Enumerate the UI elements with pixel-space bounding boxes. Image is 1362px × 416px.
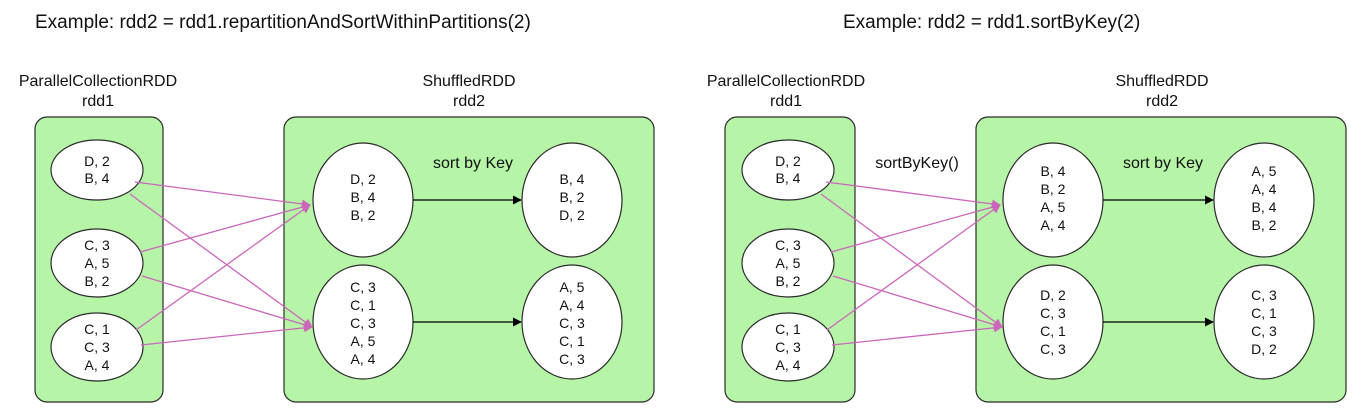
source-partition <box>50 312 144 382</box>
partition-record: C, 3 <box>559 351 585 367</box>
shuffle-arrow <box>129 193 313 328</box>
shuffle-arrow <box>141 275 313 329</box>
partition-record: B, 2 <box>560 189 585 205</box>
source-rdd-type: ParallelCollectionRDD <box>19 73 177 90</box>
partition-record: C, 1 <box>84 321 110 337</box>
source-partition <box>50 228 144 298</box>
shuffled-partition <box>1002 264 1104 380</box>
partition-record: C, 3 <box>559 315 585 331</box>
partition-record: B, 4 <box>1252 199 1277 215</box>
partition-record: D, 2 <box>775 153 801 169</box>
sorted-partition <box>521 264 623 380</box>
sorted-partition <box>1213 142 1315 258</box>
partition-record: B, 4 <box>560 171 585 187</box>
partition-record: C, 1 <box>559 333 585 349</box>
partition-record: B, 4 <box>85 170 110 186</box>
partition-record: B, 4 <box>351 189 376 205</box>
partition-record: A, 5 <box>85 255 110 271</box>
partition-record: D, 2 <box>559 207 585 223</box>
partition-record: C, 1 <box>1251 305 1277 321</box>
source-rdd-name: rdd1 <box>770 93 802 110</box>
sorted-partition <box>1213 264 1315 380</box>
partition-record: C, 3 <box>350 279 376 295</box>
shuffle-arrow <box>140 323 313 346</box>
partition-record: A, 4 <box>351 351 376 367</box>
shuffle-arrow <box>832 275 1003 329</box>
source-rdd-type: ParallelCollectionRDD <box>707 73 865 90</box>
partition-record: D, 2 <box>350 171 376 187</box>
partition-record: A, 4 <box>1041 217 1066 233</box>
partition-record: D, 2 <box>84 153 110 169</box>
example-2: Example: rdd2 = rdd1.sortByKey(2) Parall… <box>707 12 1347 403</box>
shuffle-arrow <box>831 323 1003 346</box>
target-rdd-name: rdd2 <box>453 93 485 110</box>
partition-record: B, 2 <box>776 273 801 289</box>
partition-record: D, 2 <box>1040 287 1066 303</box>
example-title: Example: rdd2 = rdd1.sortByKey(2) <box>843 12 1140 33</box>
partition-record: C, 3 <box>1040 341 1066 357</box>
partition-record: B, 2 <box>351 207 376 223</box>
partition-record: A, 5 <box>1252 163 1277 179</box>
target-rdd-type: ShuffledRDD <box>422 73 515 90</box>
partition-record: C, 3 <box>1251 323 1277 339</box>
source-partition <box>741 139 835 201</box>
source-partition <box>50 139 144 201</box>
partition-record: C, 3 <box>775 339 801 355</box>
partition-record: A, 5 <box>351 333 376 349</box>
partition-record: B, 2 <box>1252 217 1277 233</box>
partition-record: C, 1 <box>350 297 376 313</box>
partition-record: C, 3 <box>84 237 110 253</box>
partition-record: C, 3 <box>84 339 110 355</box>
partition-record: D, 2 <box>1251 341 1277 357</box>
partition-record: C, 3 <box>775 237 801 253</box>
shuffle-arrow <box>134 181 311 209</box>
partition-record: C, 1 <box>1040 323 1066 339</box>
source-partition <box>741 228 835 298</box>
sort-label: sort by Key <box>1123 155 1203 172</box>
shuffle-arrow <box>820 193 1003 328</box>
partition-record: C, 1 <box>775 321 801 337</box>
partition-record: A, 4 <box>1252 181 1277 197</box>
partition-record: A, 4 <box>560 297 585 313</box>
partition-record: C, 3 <box>1040 305 1066 321</box>
shuffle-arrow <box>826 204 1001 331</box>
example-title: Example: rdd2 = rdd1.repartitionAndSortW… <box>35 12 531 33</box>
partition-record: B, 2 <box>1041 181 1066 197</box>
partition-record: A, 5 <box>776 255 801 271</box>
shuffle-arrow <box>139 202 311 253</box>
sorted-partition <box>521 142 623 258</box>
example-1: Example: rdd2 = rdd1.repartitionAndSortW… <box>19 12 655 403</box>
shuffle-arrow <box>830 202 1001 253</box>
partition-record: C, 3 <box>1251 287 1277 303</box>
partition-record: B, 4 <box>776 170 801 186</box>
partition-record: A, 5 <box>560 279 585 295</box>
partition-record: A, 5 <box>1041 199 1066 215</box>
sort-label: sort by Key <box>433 155 513 172</box>
shuffle-label: sortByKey() <box>875 155 959 172</box>
source-rdd-name: rdd1 <box>82 93 114 110</box>
shuffle-arrow <box>825 181 1001 209</box>
partition-record: A, 4 <box>85 357 110 373</box>
partition-record: A, 4 <box>776 357 801 373</box>
shuffle-arrow <box>135 204 311 331</box>
source-partition <box>741 312 835 382</box>
target-rdd-name: rdd2 <box>1146 93 1178 110</box>
partition-record: C, 3 <box>350 315 376 331</box>
target-rdd-type: ShuffledRDD <box>1115 73 1208 90</box>
partition-record: B, 2 <box>85 273 110 289</box>
partition-record: B, 4 <box>1041 163 1066 179</box>
